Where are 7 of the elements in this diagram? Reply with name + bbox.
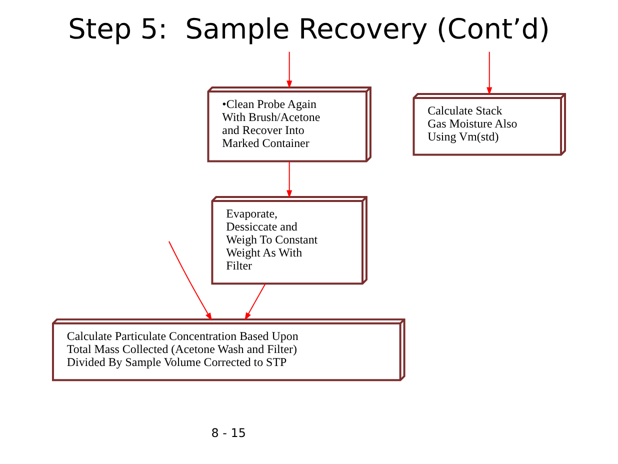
arrow [286, 160, 292, 198]
label: 8 - 15 [211, 426, 246, 440]
arrow [286, 51, 292, 89]
diagram-title: Step 5: Sample Recovery (Cont’d) [68, 12, 550, 46]
arrow [486, 51, 492, 96]
arrow [244, 283, 266, 320]
arrow [168, 240, 212, 321]
